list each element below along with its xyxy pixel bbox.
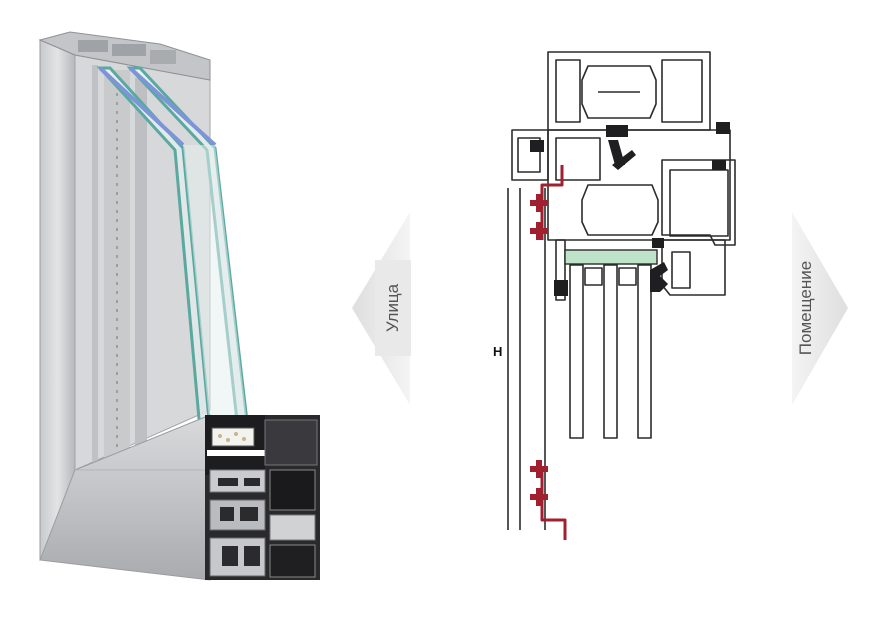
bead-chamber [671, 251, 691, 289]
frame-groove-2 [135, 78, 147, 463]
sash-chamber-right [661, 159, 736, 246]
outer-bracket-inner [517, 137, 541, 173]
red-fasteners [530, 194, 548, 506]
spacer-2 [618, 267, 637, 286]
glass-pane-1 [569, 264, 584, 439]
top-chamber-1 [78, 40, 108, 52]
desiccant-spacer [211, 427, 255, 447]
dimension-label: H [493, 344, 503, 359]
sash-chamber-right-inner [669, 169, 729, 237]
glass-inner-space [183, 145, 248, 430]
glass-pane-3 [637, 264, 652, 439]
spacer-1 [584, 267, 603, 286]
frame-groove [92, 65, 98, 465]
frame-chamber-right [661, 59, 703, 123]
frame-thermal-chamber [581, 65, 657, 119]
glass-pane-2 [603, 264, 618, 439]
gaskets [530, 122, 730, 296]
top-chamber-2 [112, 44, 146, 56]
top-chamber-3 [150, 50, 176, 64]
sash-thermal-chamber [581, 184, 659, 236]
glass-edge-blue-2 [128, 66, 217, 147]
glass-edge-blue-1 [98, 66, 185, 147]
profile-cross-section [205, 415, 320, 580]
insulator-bar [564, 249, 658, 265]
frame-chamber-left [555, 59, 581, 123]
sash-chamber-1 [555, 137, 601, 181]
glazing-bead [207, 450, 265, 456]
